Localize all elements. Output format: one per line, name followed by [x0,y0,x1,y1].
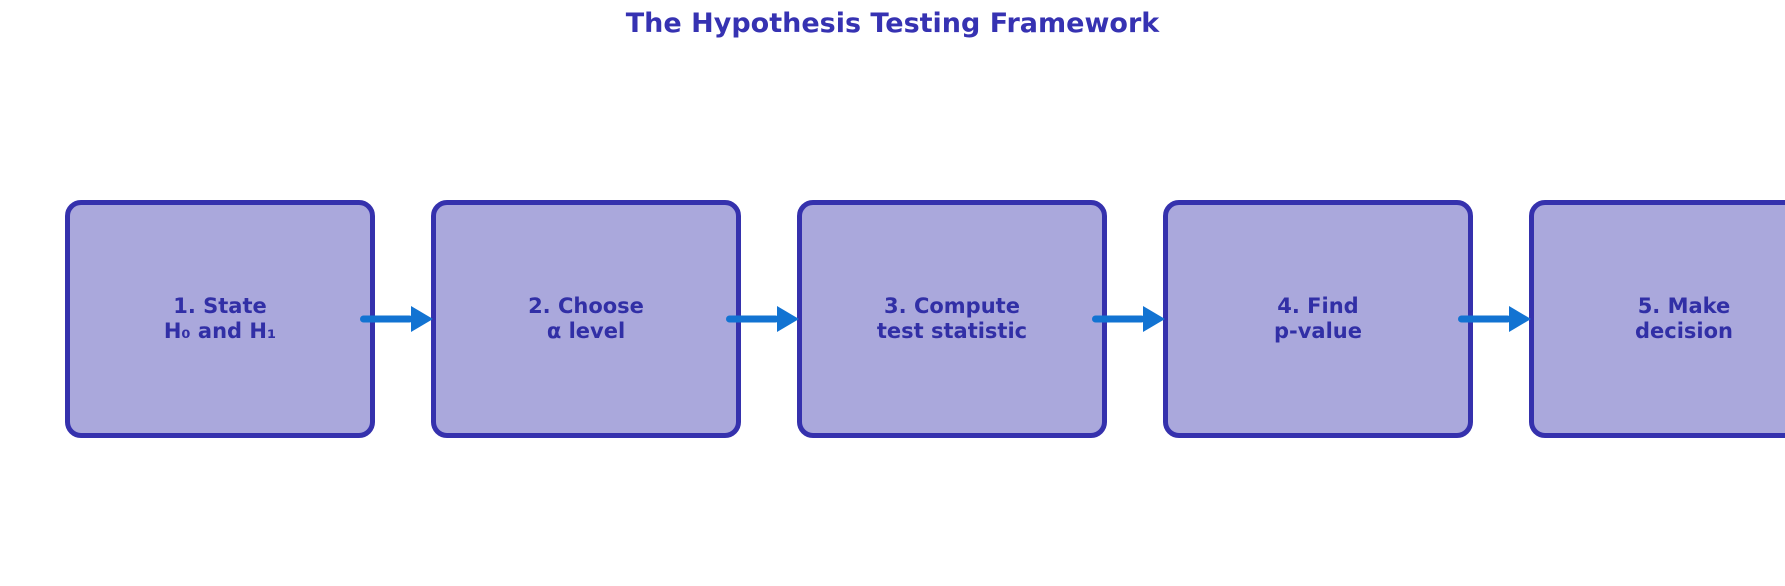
arrow-right-icon [360,306,433,332]
step-label-line1: 4. Find [1277,294,1359,318]
step-label-line2: H₀ and H₁ [163,319,277,343]
step-label-line2: p-value [1274,319,1362,343]
step-box-choose-alpha: 2. Choose α level [431,200,741,438]
step-box-find-pvalue: 4. Find p-value [1163,200,1473,438]
step-label-line1: 2. Choose [528,294,644,318]
step-label-line2: test statistic [876,319,1028,343]
step-label-line1: 1. State [173,294,267,318]
step-label: 5. Make decision [1635,294,1733,344]
diagram-title: The Hypothesis Testing Framework [625,8,1160,39]
arrow-right-icon [1458,306,1531,332]
step-label: 3. Compute test statistic [877,294,1027,344]
flow-arrow-1 [360,306,433,332]
step-label-line2: decision [1635,319,1733,343]
step-box-make-decision: 5. Make decision [1529,200,1785,438]
flow-arrow-2 [726,306,799,332]
step-label-line1: 3. Compute [884,294,1020,318]
step-box-compute-statistic: 3. Compute test statistic [797,200,1107,438]
step-label-line2: α level [546,319,626,343]
step-label: 4. Find p-value [1274,294,1362,344]
step-label: 1. State H₀ and H₁ [164,294,276,344]
arrow-right-icon [726,306,799,332]
step-box-state-hypotheses: 1. State H₀ and H₁ [65,200,375,438]
flow-arrow-4 [1458,306,1531,332]
arrow-right-icon [1092,306,1165,332]
step-label-line1: 5. Make [1637,294,1731,318]
step-label: 2. Choose α level [528,294,644,344]
flow-arrow-3 [1092,306,1165,332]
